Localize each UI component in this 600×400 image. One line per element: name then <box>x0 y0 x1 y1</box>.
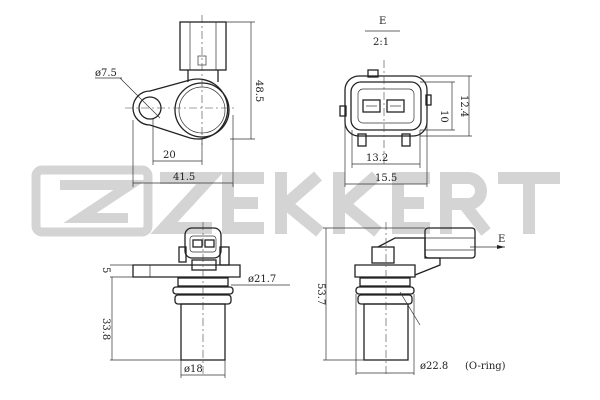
dim-hole-offset: 20 <box>163 150 176 161</box>
dim-height: 48.5 <box>253 80 264 102</box>
detail-label: E <box>379 16 386 27</box>
dim-total-length: 53.7 <box>315 283 326 305</box>
dim-outer-height: 12.4 <box>458 95 469 117</box>
front-view: 5 33.8 ø21.7 ø18 <box>100 222 290 378</box>
dim-body-diameter: ø21.7 <box>248 274 276 285</box>
dim-flange-thickness: 5 <box>100 267 111 273</box>
oring-note: (O-ring) <box>465 361 506 372</box>
dim-tip-diameter: ø18 <box>184 364 203 375</box>
view-marker-e: E <box>498 234 505 245</box>
dim-hole-diameter: ø7.5 <box>95 68 117 79</box>
side-view: E 53.7 ø22.8 (O-ring) <box>315 222 506 375</box>
detail-e-view: E 2:1 10 12.4 13.2 15.5 <box>339 16 472 187</box>
zekkert-watermark-logo <box>31 165 560 237</box>
dim-inner-width: 13.2 <box>366 153 388 164</box>
dim-outer-width: 15.5 <box>375 173 397 184</box>
dim-inner-height: 10 <box>438 110 449 123</box>
detail-scale: 2:1 <box>373 37 389 48</box>
dim-width: 41.5 <box>173 172 195 183</box>
dim-oring-diameter: ø22.8 <box>420 361 448 372</box>
dim-body-length: 33.8 <box>100 318 111 340</box>
top-view: ø7.5 48.5 20 41.5 <box>95 15 264 187</box>
